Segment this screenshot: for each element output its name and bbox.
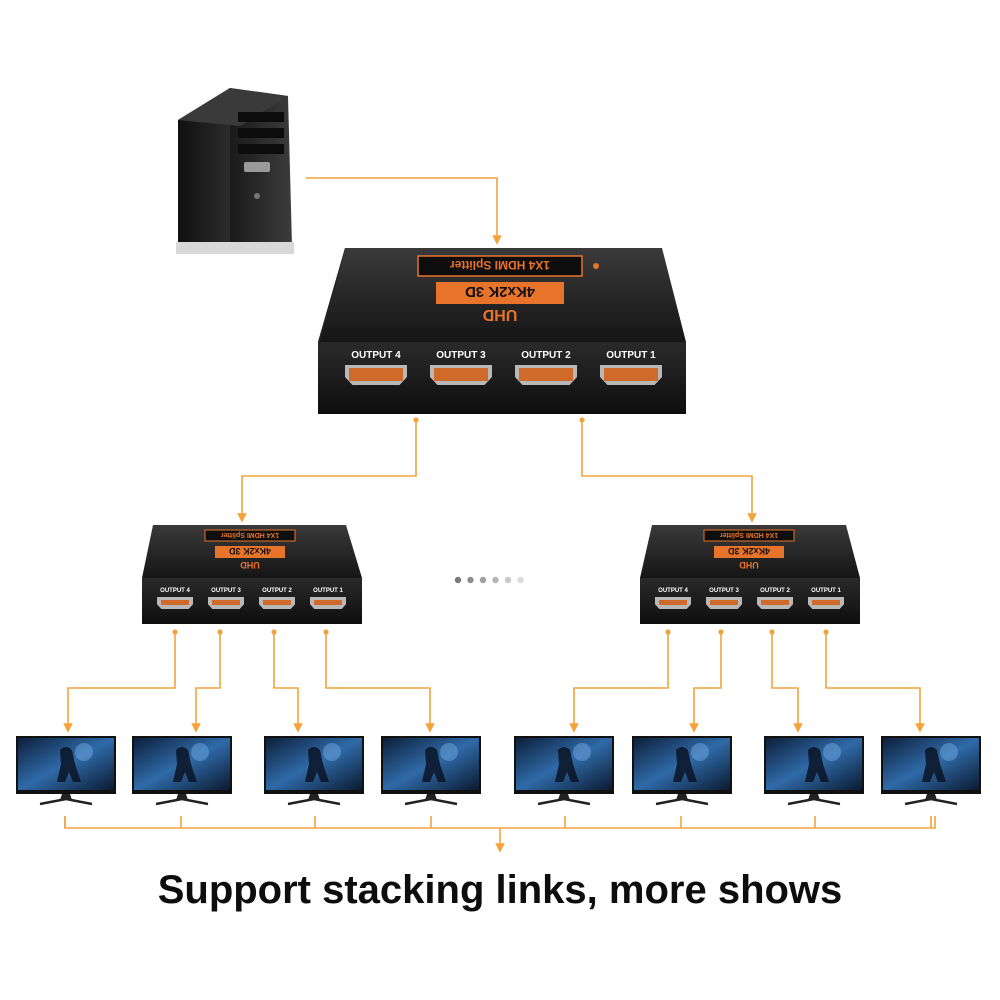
more-dot <box>492 576 499 584</box>
left-out2-line <box>273 632 303 733</box>
right-port-label: OUTPUT 2 <box>760 588 790 594</box>
main-port-label: OUTPUT 4 <box>351 350 401 361</box>
splitter-resolution-line: 4Kx2K 3D <box>465 283 535 300</box>
main-port-label: OUTPUT 2 <box>521 350 571 361</box>
hdmi-port-icon <box>515 365 577 385</box>
monitor-icon <box>264 736 364 806</box>
connector-lines <box>63 177 936 853</box>
hdmi-port-icon <box>600 365 662 385</box>
more-dots-indicator <box>454 576 524 584</box>
hdmi-port-icon <box>259 597 295 609</box>
more-dot <box>454 576 462 584</box>
left-port-label: OUTPUT 4 <box>160 588 190 594</box>
left-out4-line <box>63 632 176 733</box>
left-out3-line <box>191 632 221 733</box>
right-splitter-brand-line: 1X4 HDMI Splitter <box>720 531 779 538</box>
left-port-label: OUTPUT 3 <box>211 588 241 594</box>
monitor-row <box>16 736 981 806</box>
main-to-left-line <box>237 420 417 523</box>
main-port-label: OUTPUT 1 <box>606 350 656 361</box>
more-dot <box>467 576 474 584</box>
hdmi-port-icon <box>706 597 742 609</box>
hdmi-port-icon <box>808 597 844 609</box>
monitor-icon <box>764 736 864 806</box>
right-out3-line <box>689 632 722 733</box>
main-to-right-line <box>581 420 757 523</box>
hdmi-port-icon <box>310 597 346 609</box>
hdmi-port-icon <box>345 365 407 385</box>
more-dot <box>517 576 524 584</box>
right-out1-line <box>825 632 925 733</box>
right-port-label: OUTPUT 3 <box>709 588 739 594</box>
main-splitter-ports: OUTPUT 4 OUTPUT 3 OUTPUT 2 OUTPUT 1 <box>345 350 662 385</box>
hdmi-port-icon <box>757 597 793 609</box>
monitor-icon <box>132 736 232 806</box>
monitor-icon <box>881 736 981 806</box>
right-out4-line <box>569 632 669 733</box>
caption-text: Support stacking links, more shows <box>157 868 843 912</box>
left-splitter-brand-line: 1X4 HDMI Splitter <box>221 531 280 538</box>
left-splitter-ports: OUTPUT 4 OUTPUT 3 OUTPUT 2 OUTPUT 1 <box>156 588 346 609</box>
monitor-icon <box>514 736 614 806</box>
monitor-icon <box>16 736 116 806</box>
left-out1-line <box>325 632 435 733</box>
splitter-uhd-line: UHD <box>483 306 518 323</box>
hdmi-port-icon <box>430 365 492 385</box>
left-splitter-resolution-line: 4Kx2K 3D <box>228 546 271 556</box>
source-pc <box>176 88 294 254</box>
desktop-tower-icon <box>176 88 294 254</box>
monitor-icon <box>381 736 481 806</box>
more-dot <box>479 576 487 584</box>
right-out2-line <box>771 632 803 733</box>
left-port-label: OUTPUT 2 <box>262 588 292 594</box>
left-splitter-uhd-line: UHD <box>240 560 260 570</box>
main-port-label: OUTPUT 3 <box>436 350 486 361</box>
right-splitter-ports: OUTPUT 4 OUTPUT 3 OUTPUT 2 OUTPUT 1 <box>655 588 844 609</box>
hdmi-port-icon <box>655 597 691 609</box>
monitor-icon <box>632 736 732 806</box>
splitter-dot-icon <box>593 263 599 269</box>
right-port-label: OUTPUT 4 <box>658 588 688 594</box>
splitter-brand-line: 1X4 HDMI Splitter <box>450 258 550 272</box>
hdmi-port-icon <box>156 597 193 609</box>
bottom-bracket-line <box>64 816 936 829</box>
right-splitter-resolution-line: 4Kx2K 3D <box>727 546 770 556</box>
right-port-label: OUTPUT 1 <box>811 588 841 594</box>
pc-to-splitter-line <box>306 177 502 245</box>
right-splitter-uhd-line: UHD <box>739 560 759 570</box>
more-dot <box>504 576 512 584</box>
hdmi-port-icon <box>207 597 244 609</box>
left-port-label: OUTPUT 1 <box>313 588 343 594</box>
